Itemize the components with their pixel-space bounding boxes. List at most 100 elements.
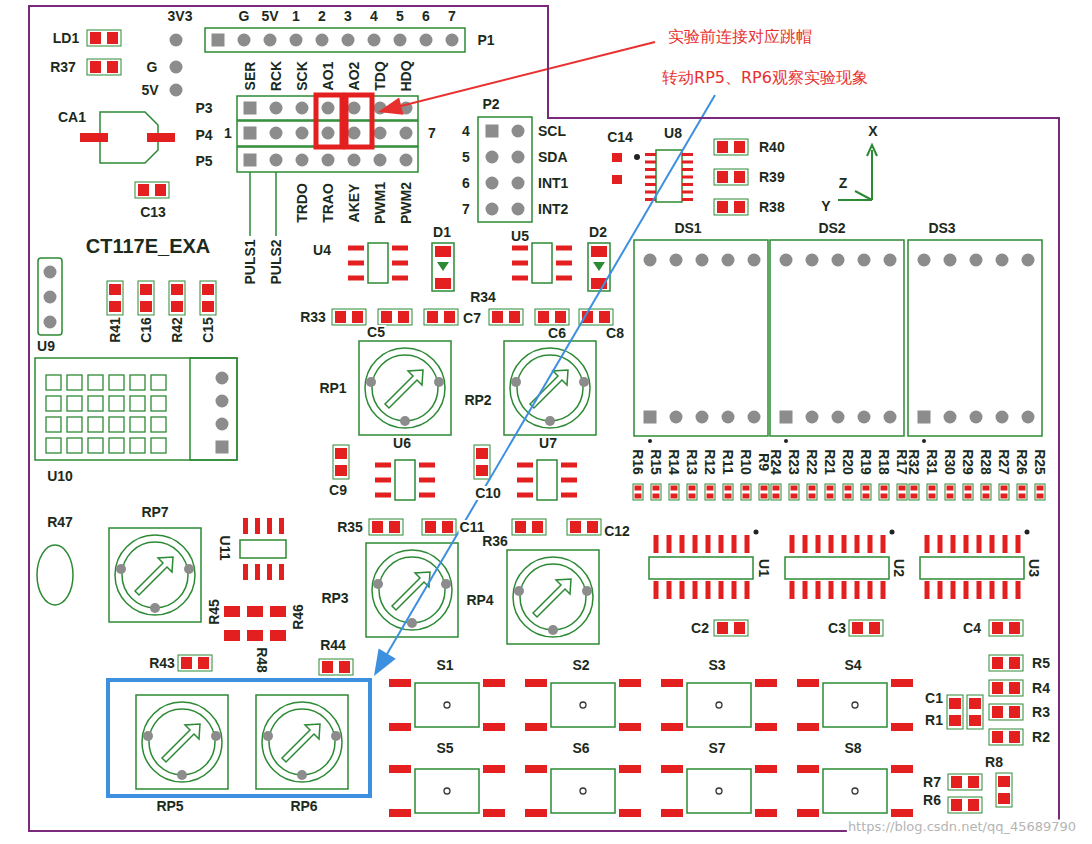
silkscreen-label: PWM2 — [399, 181, 413, 225]
silkscreen-label: 7 — [461, 202, 471, 216]
jumper-highlight — [316, 95, 372, 147]
silkscreen-label: TDQ — [373, 60, 387, 92]
silkscreen-label: C15 — [201, 316, 215, 344]
silkscreen-label: 5 — [395, 9, 405, 23]
header-p2 — [478, 117, 532, 222]
silkscreen-label: R41 — [108, 316, 122, 344]
silkscreen-label: RP1 — [318, 381, 347, 395]
silkscreen-label: U7 — [538, 436, 558, 450]
silkscreen-label: S3 — [707, 658, 726, 672]
right-small-parts — [947, 655, 1023, 813]
silkscreen-label: INT1 — [537, 176, 569, 190]
silkscreen-label: C11 — [459, 520, 486, 534]
silkscreen-label: R5 — [1031, 656, 1051, 670]
silkscreen-label: R22 — [805, 448, 819, 476]
silkscreen-label: U9 — [36, 339, 56, 353]
silkscreen-label: R10 — [739, 448, 753, 476]
silkscreen-label: PWM1 — [373, 181, 387, 225]
silkscreen-label: INT2 — [537, 202, 569, 216]
silkscreen-label: R14 — [667, 448, 681, 476]
silkscreen-label: R1 — [924, 713, 944, 727]
silkscreen-label: R8 — [984, 755, 1004, 769]
silkscreen-label: PULS1 — [243, 238, 257, 285]
silkscreen-label: AO2 — [347, 61, 361, 92]
silkscreen-label: DS2 — [817, 221, 846, 235]
silkscreen-label: R23 — [787, 448, 801, 476]
silkscreen-label: 5 — [461, 150, 471, 164]
silkscreen-label: RP7 — [140, 505, 169, 519]
silkscreen-label: X — [867, 124, 878, 138]
silkscreen-label: U11 — [218, 535, 232, 562]
u8-area — [612, 139, 748, 215]
silkscreen-label: R7 — [922, 775, 942, 789]
silkscreen-label: R12 — [703, 448, 717, 476]
silkscreen-label: R18 — [877, 448, 891, 476]
silkscreen-label: R29 — [961, 448, 975, 476]
callout-note: 转动RP5、RP6观察实验现象 — [661, 70, 869, 86]
silkscreen-label: G — [238, 9, 251, 23]
silkscreen-label: PULS2 — [269, 238, 283, 285]
sensor-u10 — [35, 358, 237, 460]
silkscreen-label: RP2 — [463, 393, 492, 407]
silkscreen-label: 7 — [427, 126, 437, 140]
silkscreen-label: C10 — [474, 486, 502, 500]
silkscreen-label: 6 — [421, 9, 431, 23]
silkscreen-label: C7 — [462, 311, 482, 325]
silkscreen-label: C13 — [139, 205, 167, 219]
silkscreen-label: R30 — [943, 448, 957, 476]
axis-symbol — [838, 145, 877, 200]
silkscreen-label: P3 — [194, 101, 213, 115]
silkscreen-label: C12 — [603, 524, 631, 538]
silkscreen-label: S1 — [435, 658, 454, 672]
header-p1 — [170, 28, 466, 97]
silkscreen-label: RP4 — [465, 593, 494, 607]
silkscreen-label: R16 — [631, 448, 645, 476]
silkscreen-label: 4 — [369, 9, 379, 23]
silkscreen-label: RP6 — [289, 799, 318, 813]
silkscreen-label: U6 — [392, 436, 412, 450]
silkscreen-label: P5 — [194, 154, 213, 168]
silkscreen-label: SCK — [295, 60, 309, 92]
silkscreen-label: D2 — [588, 225, 608, 239]
blue-callout-arrow — [374, 95, 715, 676]
silkscreen-label: C5 — [366, 325, 386, 339]
silkscreen-label: R31 — [925, 448, 939, 476]
silkscreen-label: SER — [243, 61, 257, 92]
silkscreen-label: R13 — [685, 448, 699, 476]
silkscreen-label: C9 — [328, 483, 348, 497]
silkscreen-label: U3 — [1027, 558, 1041, 578]
silkscreen-label: R27 — [997, 448, 1011, 476]
silkscreen-label: R4 — [1031, 681, 1051, 695]
silkscreen-label: G — [146, 60, 159, 74]
silkscreen-label: U4 — [312, 243, 332, 257]
silkscreen-label: R35 — [336, 520, 364, 534]
silkscreen-label: DS1 — [673, 221, 702, 235]
silkscreen-label: RCK — [269, 60, 283, 92]
silkscreen-label: U1 — [757, 558, 771, 578]
small-parts-left — [38, 30, 216, 335]
silkscreen-label: 1 — [291, 9, 301, 23]
silkscreen-label: R20 — [841, 448, 855, 476]
silkscreen-label: AKEY — [347, 183, 361, 224]
silkscreen-label: U5 — [510, 229, 530, 243]
silkscreen-label: R25 — [1033, 448, 1047, 476]
silkscreen-label: 4 — [461, 124, 471, 138]
silkscreen-label: SDA — [537, 150, 569, 164]
silkscreen-label: DS3 — [927, 221, 956, 235]
silkscreen-label: 2 — [317, 9, 327, 23]
silkscreen-label: C1 — [924, 691, 944, 705]
silkscreen-label: U10 — [46, 469, 74, 483]
silkscreen-label: U8 — [663, 126, 683, 140]
silkscreen-label: 5V — [140, 83, 159, 97]
silkscreen-label: R32 — [907, 448, 921, 476]
silkscreen-label: C14 — [606, 130, 634, 144]
silkscreen-label: R44 — [319, 638, 347, 652]
silkscreen-label: R28 — [979, 448, 993, 476]
silkscreen-label: TRDO — [295, 182, 309, 224]
silkscreen-label: Z — [838, 176, 849, 190]
silkscreen-label: R2 — [1031, 730, 1051, 744]
board-name: CT117E_EXA — [86, 236, 211, 256]
silkscreen-label: R6 — [922, 793, 942, 807]
silkscreen-label: 6 — [461, 176, 471, 190]
silkscreen-label: R26 — [1015, 448, 1029, 476]
